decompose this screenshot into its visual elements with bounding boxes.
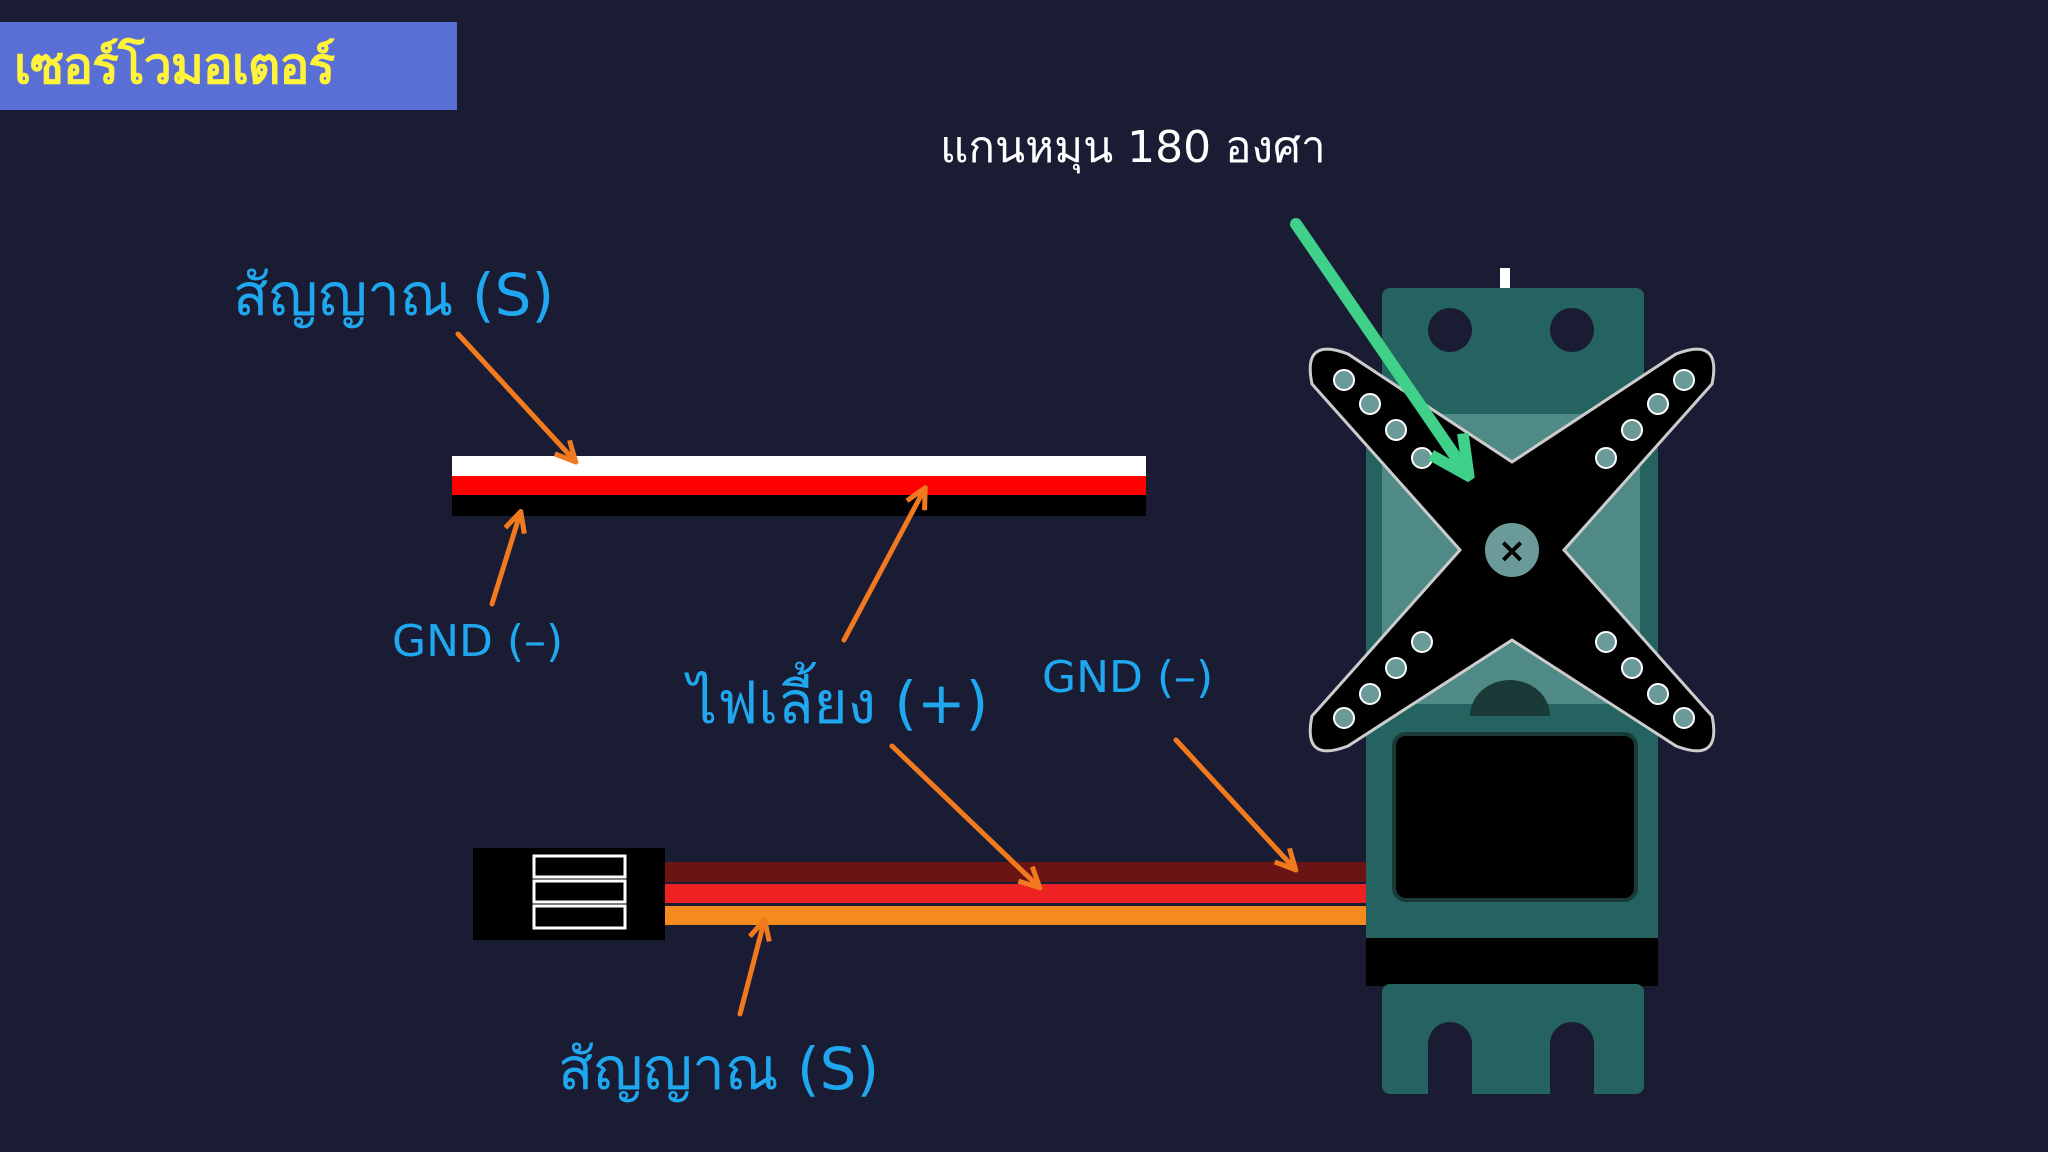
axis-arrow [1290,218,1466,472]
arrow-power-bottom [889,743,1038,886]
servo-pin-top [1500,268,1510,288]
mount-slot-bottom-right [1550,1044,1594,1094]
bottom-wire-orange [665,906,1370,925]
arrow-gnd-top [489,514,520,607]
arrow-power-top [841,490,924,643]
bottom-cable [473,848,1370,940]
mount-hole-top-left [1428,308,1472,352]
servo-base-strip [1366,938,1658,986]
mount-slot-bottom-left [1428,1044,1472,1094]
arrow-signal-bottom [737,922,764,1017]
page-title: เซอร์โวมอเตอร์ [14,37,335,95]
connector-pin-3 [532,904,627,930]
signal-label-bottom: สัญญาณ (S) [558,1035,880,1103]
top-wire-black [452,495,1146,516]
screw-icon: × [1498,531,1527,571]
gnd-label-top: GND (–) [392,616,564,667]
pointer-arrows [455,331,1294,1017]
servo-vent [1470,680,1550,716]
arrow-gnd-bottom [1173,737,1294,868]
servo-top-flange [1382,288,1644,400]
gnd-label-bottom: GND (–) [1042,652,1214,703]
servo-label-area [1392,732,1638,902]
mount-hole-top-right [1550,308,1594,352]
signal-label-top: สัญญาณ (S) [233,261,555,329]
connector-pin-1 [532,854,627,879]
top-wire-red [452,476,1146,495]
connector-plug [473,848,665,940]
bottom-wire-red [665,884,1370,903]
top-cable [452,456,1146,516]
top-wire-white [452,456,1146,476]
servo-horn: × [1308,347,1716,753]
bottom-wire-brown [665,862,1370,882]
axis-label: แกนหมุน 180 องศา [940,122,1326,173]
horn-screw [1483,521,1541,579]
power-label: ไฟเลี้ยง (+) [688,669,989,737]
title-banner: เซอร์โวมอเตอร์ [0,22,457,110]
servo-bottom-flange [1382,984,1644,1094]
arrow-signal-top [455,331,574,460]
connector-pin-2 [532,879,627,904]
